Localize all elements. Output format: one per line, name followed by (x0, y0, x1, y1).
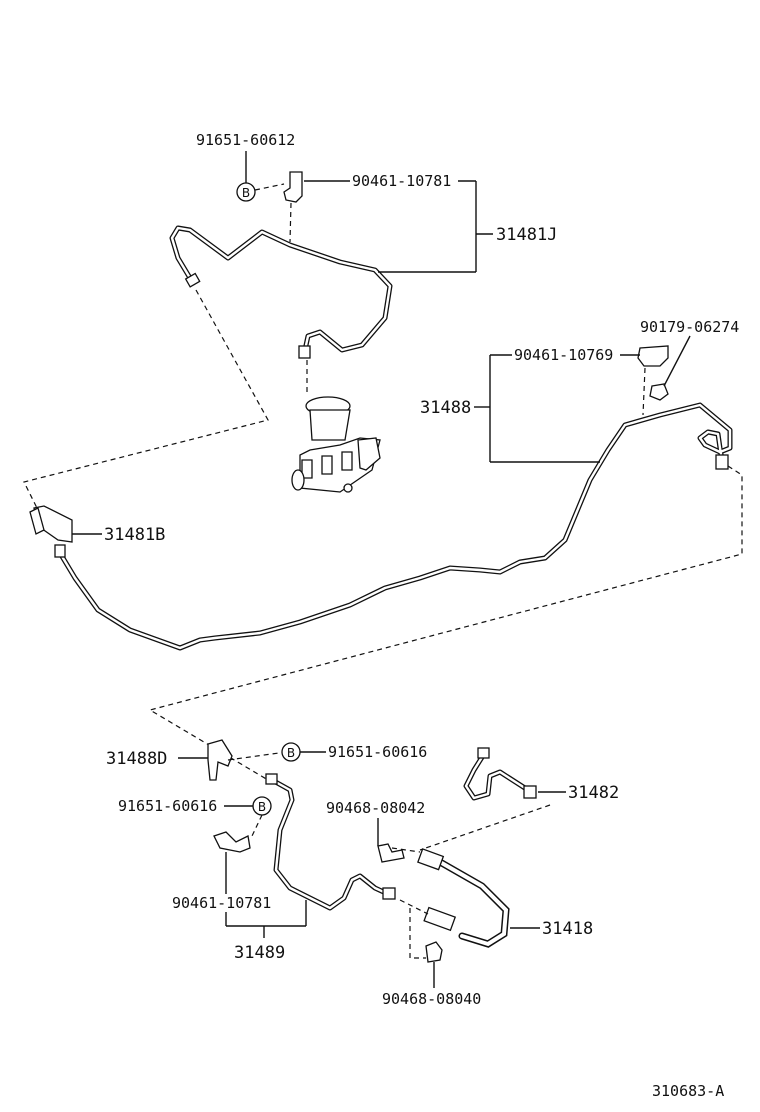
clip-90461-10781-bottom (213, 831, 251, 853)
nut-90179-06274 (649, 383, 669, 401)
svg-text:B: B (242, 186, 250, 200)
label-31418: 31418 (542, 919, 593, 939)
svg-text:B: B (258, 800, 266, 814)
label-31482: 31482 (568, 783, 619, 803)
clip-90468-08042 (377, 843, 405, 863)
label-31488: 31488 (420, 398, 471, 418)
pipe-fitting (477, 747, 490, 759)
clip-90461-10769 (637, 345, 669, 416)
bracket-31488d (207, 739, 287, 781)
connector-dashed (391, 847, 421, 853)
label-90461-10781-bottom: 90461-10781 (172, 894, 271, 912)
bracket-31481b (29, 505, 73, 543)
label-31488d: 31488D (106, 749, 167, 769)
pipe-fitting (382, 887, 396, 900)
label-90461-10781-top: 90461-10781 (352, 172, 451, 190)
label-90461-10769: 90461-10769 (514, 346, 613, 364)
pipe-31488 (54, 402, 733, 651)
pipe-31481j (169, 225, 393, 359)
svg-text:B: B (287, 746, 295, 760)
label-90468-08040: 90468-08040 (382, 990, 481, 1008)
label-91651-60616-right: 91651-60616 (328, 743, 427, 761)
pipe-fitting (298, 345, 311, 359)
pipe-31489 (265, 773, 396, 911)
clip-90461-10781-top (283, 171, 303, 243)
clip-90468-08040 (425, 941, 443, 963)
connector-dashed (23, 289, 269, 511)
label-31481j: 31481J (496, 225, 557, 245)
connector-dashed (251, 814, 263, 837)
leader (663, 335, 691, 387)
bolt-callout-b-right: B (281, 742, 301, 762)
bolt-callout-b-top: B (236, 182, 285, 202)
master-cylinder (291, 360, 381, 493)
hose-fitting (423, 906, 457, 932)
label-31489: 31489 (234, 943, 285, 963)
pipe-fitting (184, 272, 201, 288)
connector-dashed (419, 804, 551, 851)
bolt-callout-b-left: B (252, 796, 272, 816)
label-31481b: 31481B (104, 525, 165, 545)
pipe-fitting (715, 454, 729, 470)
hose-fitting (417, 848, 445, 871)
connector-dashed (148, 465, 743, 781)
connector-dashed (399, 899, 429, 915)
label-91651-60612: 91651-60612 (196, 131, 295, 149)
pipe-fitting (265, 773, 278, 785)
pipe-fitting (523, 785, 537, 799)
pipe-31482 (463, 747, 537, 801)
label-90468-08042: 90468-08042 (326, 799, 425, 817)
connector-dashed (409, 908, 426, 959)
label-90179-06274: 90179-06274 (640, 318, 739, 336)
hose-31418 (417, 848, 510, 948)
diagram-code: 310683-A (652, 1082, 724, 1100)
label-91651-60616-left: 91651-60616 (118, 797, 217, 815)
pipe-fitting (54, 544, 66, 558)
